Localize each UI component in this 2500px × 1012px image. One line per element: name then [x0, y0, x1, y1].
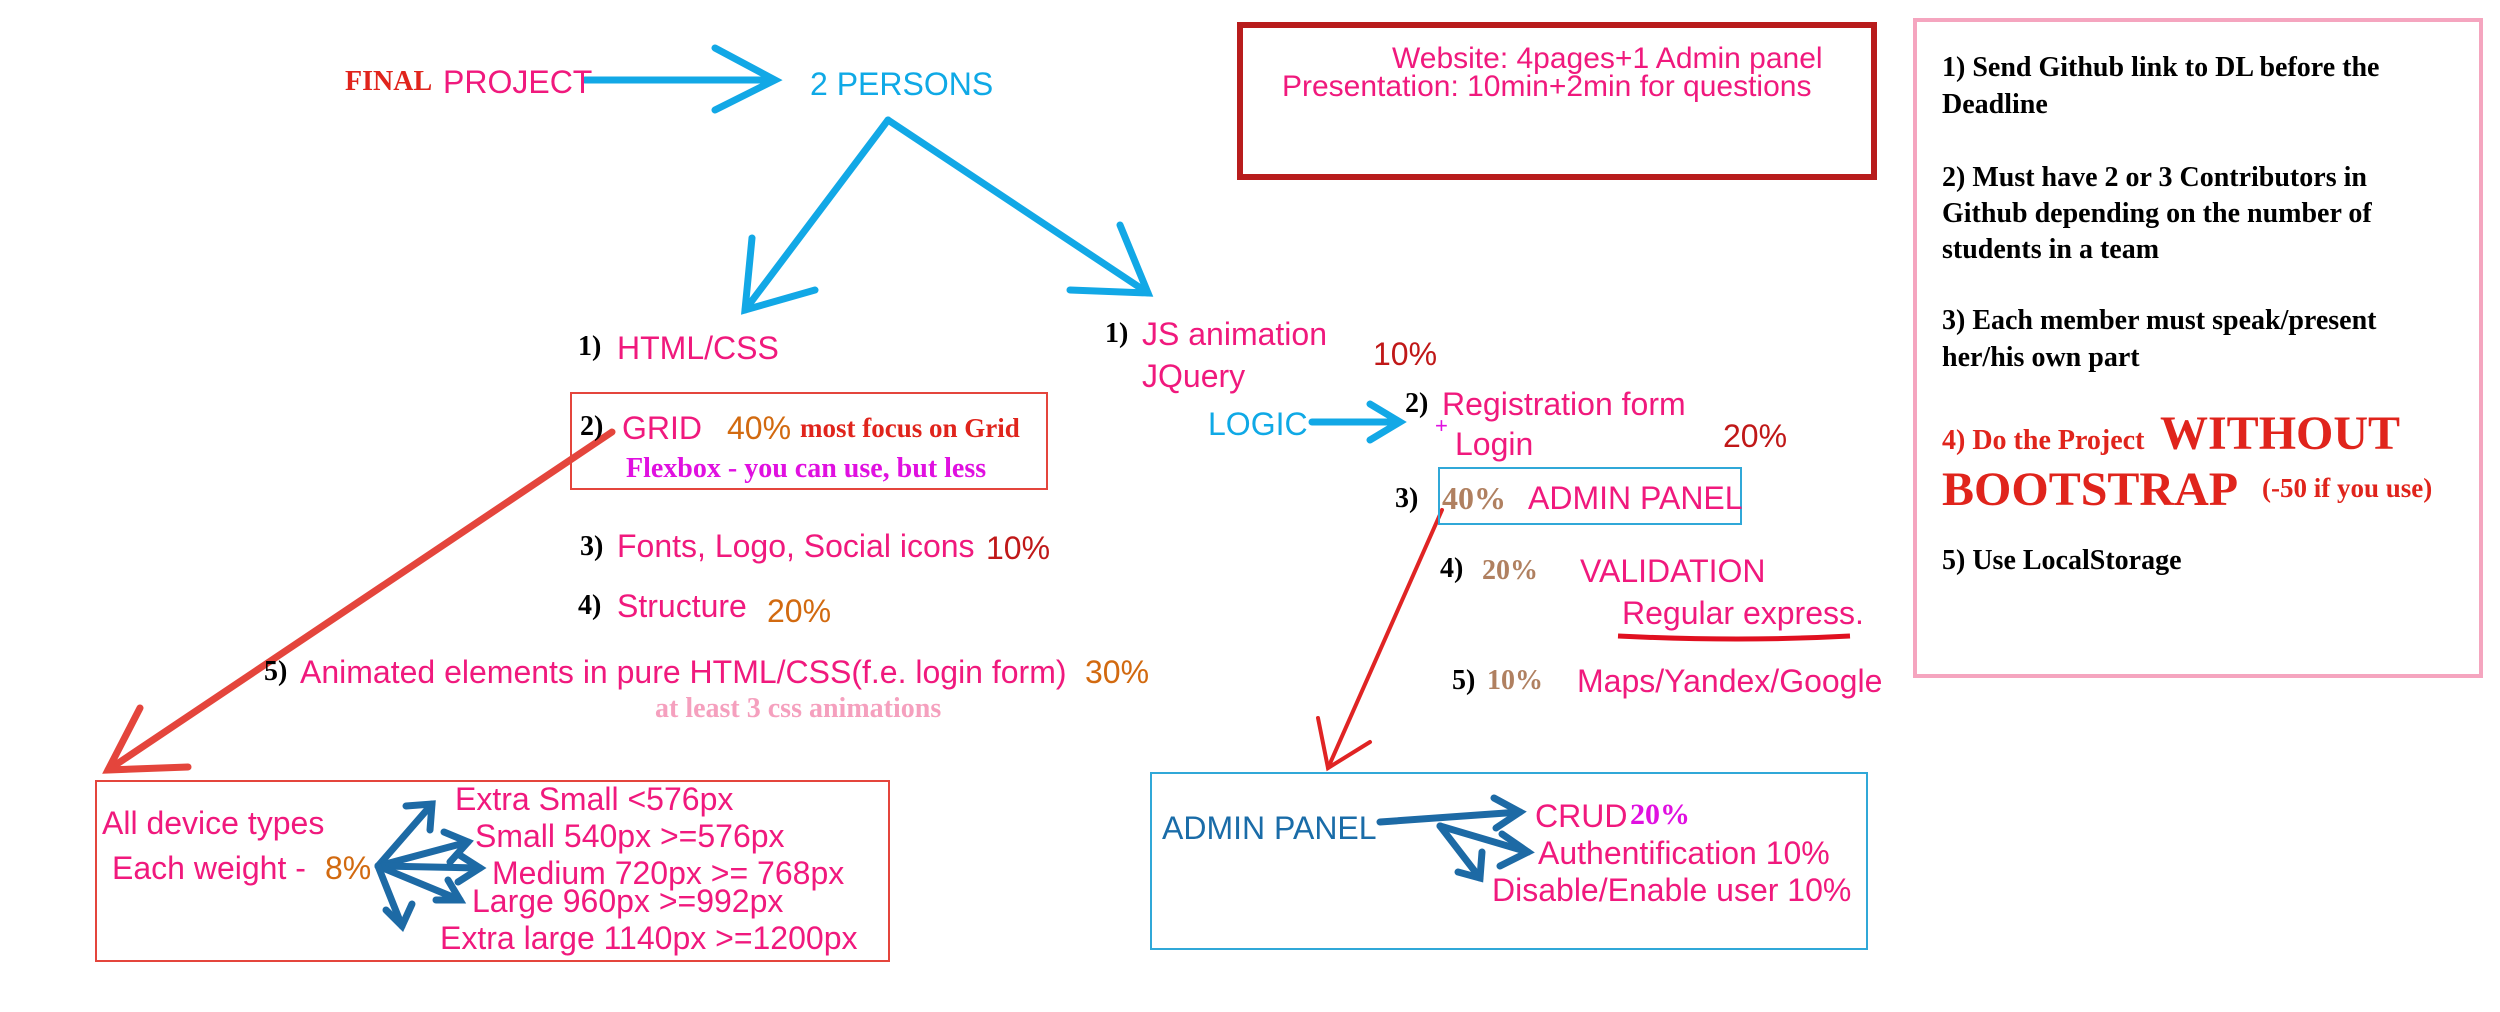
admin-box-title: ADMIN PANEL: [1162, 810, 1377, 846]
registration-number: 2): [1405, 388, 1429, 419]
rules-box: [1913, 18, 2483, 678]
maps-label: Maps/Yandex/Google: [1577, 663, 1883, 699]
admin-detail-box: [1150, 772, 1868, 950]
admin-number: 3): [1395, 483, 1419, 514]
html-css-number: 1): [578, 331, 602, 362]
fonts-number: 3): [580, 531, 604, 562]
js-number: 1): [1105, 318, 1129, 349]
maps-percent: 10%: [1487, 665, 1543, 696]
crud-percent: 20%: [1630, 798, 1690, 831]
rule-2-cont: Github depending on the number of: [1942, 198, 2372, 229]
rule-4-penalty: (-50 if you use): [2262, 473, 2433, 503]
rule-1-cont: Deadline: [1942, 89, 2048, 120]
animated-percent: 30%: [1085, 654, 1150, 690]
js-percent: 10%: [1373, 336, 1438, 372]
arrow-to-js: [884, 116, 1154, 297]
arrow-to-registration: [1308, 400, 1407, 444]
grid-percent: 40%: [727, 410, 792, 446]
flexbox-note: Flexbox - you can use, but less: [626, 453, 987, 484]
disable-label: Disable/Enable user 10%: [1492, 872, 1852, 908]
final-label: FINAL: [345, 66, 433, 97]
arrow-to-persons: [581, 44, 783, 114]
regex-underline: [1617, 633, 1851, 642]
jquery-label: JQuery: [1142, 358, 1246, 394]
logic-label: LOGIC: [1208, 406, 1308, 442]
rule-3-cont: her/his own part: [1942, 342, 2140, 373]
project-label: PROJECT: [443, 64, 593, 100]
arrow-to-admin-box: [1316, 508, 1444, 772]
rule-2-cont2: students in a team: [1942, 234, 2160, 265]
arrow-to-devices: [102, 428, 616, 774]
arrows-admin-fan: [1376, 794, 1535, 883]
fonts-percent: 10%: [986, 530, 1051, 566]
rule-4: 4) Do the Project: [1942, 425, 2145, 456]
rule-5: 5) Use LocalStorage: [1942, 545, 2182, 576]
arrow-to-html-css: [741, 116, 892, 315]
rule-4-bootstrap: BOOTSTRAP: [1942, 463, 2239, 516]
js-label: JS animation: [1142, 316, 1327, 352]
arrows-device-fan: [374, 800, 487, 933]
grid-label: GRID: [622, 410, 702, 446]
admin-label: ADMIN PANEL: [1528, 480, 1743, 516]
summary-presentation: Presentation: 10min+2min for questions: [1282, 70, 1812, 103]
structure-label: Structure: [617, 588, 747, 624]
grid-box: [570, 392, 1048, 490]
animated-note: at least 3 css animations: [655, 693, 942, 724]
rule-3: 3) Each member must speak/present: [1942, 305, 2377, 336]
rule-1: 1) Send Github link to DL before the: [1942, 52, 2380, 83]
device-item: Extra Small <576px: [455, 781, 734, 817]
registration-label: Registration form: [1442, 386, 1686, 422]
registration-plus: +: [1435, 413, 1448, 438]
admin-percent: 40%: [1442, 480, 1506, 516]
maps-number: 5): [1452, 665, 1476, 696]
auth-label: Authentification 10%: [1538, 835, 1830, 871]
html-css-label: HTML/CSS: [617, 330, 779, 366]
crud-label: CRUD: [1535, 798, 1628, 834]
validation-label: VALIDATION: [1580, 553, 1766, 589]
device-item: Medium 720px >= 768px: [492, 855, 845, 891]
device-item: Extra large 1140px >=1200px: [440, 920, 858, 956]
registration-percent: 20%: [1723, 418, 1788, 454]
summary-box: [1237, 22, 1877, 180]
validation-number: 4): [1440, 553, 1464, 584]
grid-number: 2): [580, 411, 604, 442]
animated-label: Animated elements in pure HTML/CSS(f.e. …: [300, 654, 1067, 690]
persons-label: 2 PERSONS: [810, 66, 994, 102]
devices-title: All device types: [102, 805, 325, 841]
grid-note: most focus on Grid: [800, 413, 1020, 443]
rule-4-without: WITHOUT: [2160, 407, 2401, 460]
regex-label: Regular express.: [1622, 595, 1864, 631]
validation-percent: 20%: [1482, 555, 1538, 586]
admin-panel-box: [1438, 467, 1742, 525]
device-item: Large 960px >=992px: [472, 883, 784, 919]
rule-2: 2) Must have 2 or 3 Contributors in: [1942, 162, 2367, 193]
devices-box: [95, 780, 890, 962]
login-label: Login: [1455, 426, 1534, 462]
structure-percent: 20%: [767, 593, 832, 629]
animated-number: 5): [264, 656, 288, 687]
devices-weight-label: Each weight -: [112, 850, 306, 886]
devices-weight-percent: 8%: [325, 850, 372, 886]
device-item: Small 540px >=576px: [475, 818, 785, 854]
fonts-label: Fonts, Logo, Social icons: [617, 528, 975, 564]
structure-number: 4): [578, 590, 602, 621]
summary-website: Website: 4pages+1 Admin panel: [1392, 42, 1823, 75]
